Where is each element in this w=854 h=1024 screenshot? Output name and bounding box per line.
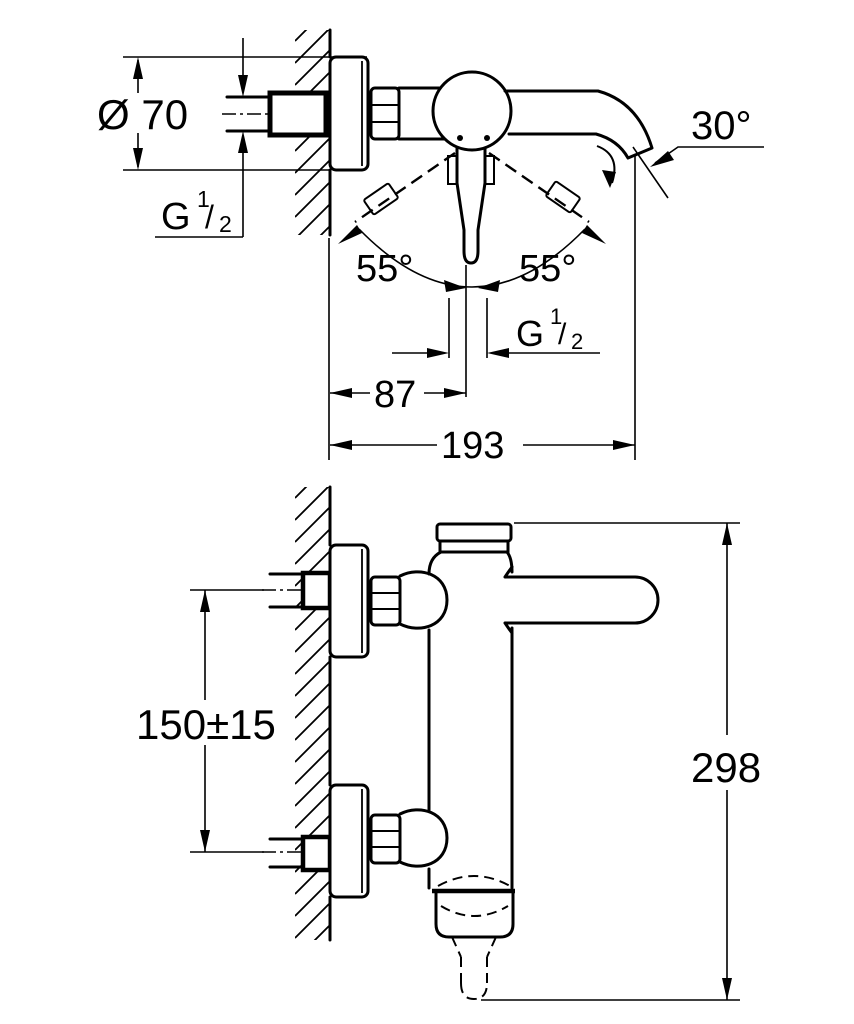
handle-swing-phantom	[338, 152, 606, 292]
cap-ring	[438, 539, 510, 554]
lever-handle-side	[503, 565, 660, 635]
thread-outlet-slash: /	[558, 318, 567, 351]
s-union-upper	[398, 570, 449, 630]
wall-hatch-bottom	[295, 487, 330, 940]
dim-spacing-label: 150±15	[136, 701, 276, 748]
dim-reach-193: 193	[330, 155, 636, 467]
thread-outlet-g: G	[516, 313, 544, 354]
union-nut	[369, 86, 401, 141]
union-nut-facets	[371, 104, 399, 123]
cartridge-housing	[431, 70, 513, 152]
dim-offset-label: 87	[374, 374, 416, 416]
wall-union-block	[267, 90, 329, 138]
dim-swing-left-label: 55°	[356, 248, 413, 290]
thread-wall-g: G	[161, 196, 191, 238]
dim-spacing-150: 150±15	[136, 590, 276, 852]
spout-hidden-top	[437, 875, 511, 887]
lever-handle	[455, 146, 487, 265]
swing-arc	[358, 228, 586, 288]
body-column	[427, 550, 514, 890]
thread-wall-slash: /	[205, 199, 214, 235]
cartridge-cap	[435, 522, 513, 543]
dim-diameter: Ø 70	[97, 56, 367, 171]
centerline-extensions	[190, 589, 264, 853]
bottom-view: 150±15 298	[136, 485, 761, 1001]
wall-union-upper	[300, 570, 333, 611]
dim-thread-outlet: G 1 / 2	[392, 298, 600, 358]
wall-union-lower	[300, 834, 333, 873]
thread-wall-num: 1	[197, 186, 210, 212]
thread-wall-den: 2	[219, 211, 232, 237]
thread-outlet-num: 1	[550, 304, 562, 329]
wall-hatch-top	[295, 30, 330, 235]
supply-stubs	[268, 572, 306, 869]
spout-end-cap	[434, 891, 515, 939]
handle-collar-right	[484, 155, 495, 185]
pivot-dot-left	[457, 135, 463, 141]
dim-offset-87: 87	[328, 238, 467, 460]
dim-height-label: 298	[691, 744, 761, 791]
dim-thread-wall: G 1 / 2	[155, 38, 248, 238]
top-view: Ø 70 G 1 / 2 30° 55° 55° G	[97, 28, 764, 467]
dim-reach-label: 193	[441, 425, 504, 467]
supply-pipe	[225, 95, 274, 133]
dim-spout-angle: 30°	[596, 104, 764, 199]
dim-height-298: 298	[481, 522, 761, 1001]
dim-spout-angle-label: 30°	[691, 104, 752, 148]
spout-hidden-inner	[440, 905, 509, 917]
escutcheon-lower	[328, 783, 370, 899]
outlet-hidden	[451, 936, 497, 1001]
nut-upper-facets	[371, 592, 400, 610]
escutcheon-upper	[328, 543, 370, 659]
nut-lower-facets	[371, 830, 400, 848]
pivot-dot-right	[484, 135, 490, 141]
thread-outlet-den: 2	[571, 329, 583, 354]
dim-diameter-label: Ø 70	[97, 91, 188, 138]
spout	[503, 89, 654, 160]
union-nut-lower	[369, 813, 402, 865]
dim-swing-right-label: 55°	[519, 248, 576, 290]
union-nut-upper	[369, 575, 402, 627]
s-union-lower	[398, 808, 449, 868]
